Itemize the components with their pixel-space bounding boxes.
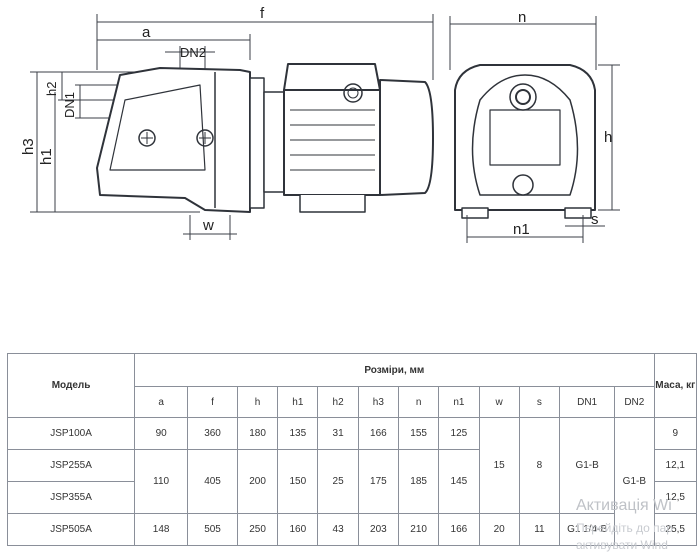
activation-watermark-title: Активація Wi: [576, 497, 672, 514]
label-dn1: DN1: [62, 92, 77, 118]
cell-mass: 25,5: [653, 513, 698, 546]
col-header-f: f: [187, 386, 238, 418]
cell-w-merged: 15: [478, 417, 520, 514]
pump-drawing: f a DN2 h2 DN1 h3 h1 w n h n1 s: [20, 5, 620, 243]
label-h: h: [604, 129, 612, 146]
cell-dn1: G1 1/4-B: [559, 513, 616, 546]
col-header-h1: h1: [277, 386, 319, 418]
activation-watermark-line3: активувати Wind: [576, 538, 668, 552]
cell-model: JSP255A: [6, 449, 136, 482]
col-header-h2: h2: [317, 386, 359, 418]
cell-mass: 12,1: [653, 449, 698, 482]
col-header-dn1: DN1: [559, 386, 616, 418]
cell-a-merged: 110: [134, 449, 189, 514]
cell-a: 148: [134, 513, 189, 546]
label-n: n: [518, 9, 526, 26]
col-header-w: w: [478, 386, 520, 418]
col-header-a: a: [134, 386, 189, 418]
cell-dn2-merged: G1-B: [614, 417, 655, 546]
label-a: a: [142, 24, 151, 41]
cell-h3: 166: [357, 417, 400, 450]
cell-n1-merged: 145: [438, 449, 480, 514]
cell-h1: 160: [277, 513, 319, 546]
cell-model: JSP505A: [6, 513, 136, 546]
table-row: JSP505A 148 505 250 160 43 203 210 166 2…: [6, 513, 698, 546]
cell-s: 11: [518, 513, 561, 546]
col-header-n1: n1: [438, 386, 480, 418]
cell-model: JSP100A: [6, 417, 136, 450]
table-row: JSP355A 12,5: [6, 481, 698, 514]
label-h3: h3: [20, 138, 37, 155]
cell-n: 155: [397, 417, 440, 450]
cell-s-merged: 8: [518, 417, 561, 514]
cell-h3-merged: 175: [357, 449, 400, 514]
cell-h2: 43: [317, 513, 359, 546]
col-header-h: h: [236, 386, 279, 418]
cell-n: 210: [397, 513, 440, 546]
cell-mass: 9: [653, 417, 698, 450]
cell-n1: 125: [438, 417, 480, 450]
cell-f: 360: [187, 417, 238, 450]
cell-f: 505: [187, 513, 238, 546]
cell-h: 180: [236, 417, 279, 450]
cell-n1: 166: [438, 513, 480, 546]
cell-h: 250: [236, 513, 279, 546]
header-model: Модель: [6, 353, 136, 418]
header-mass: Маса, кг: [653, 353, 698, 418]
label-w: w: [202, 217, 214, 234]
cell-h2: 31: [317, 417, 359, 450]
col-header-s: s: [518, 386, 561, 418]
col-header-h3: h3: [357, 386, 400, 418]
header-dimensions: Розміри, мм: [134, 353, 655, 387]
cell-h1-merged: 150: [277, 449, 319, 514]
label-s: s: [591, 211, 599, 228]
cell-model: JSP355A: [6, 481, 136, 514]
label-f: f: [260, 5, 265, 22]
cell-h3: 203: [357, 513, 400, 546]
col-header-dn2: DN2: [614, 386, 655, 418]
table-row: JSP255A 110 405 200 150 25 175 185 145 1…: [6, 449, 698, 514]
label-n1: n1: [513, 221, 530, 238]
col-header-n: n: [397, 386, 440, 418]
cell-h2-merged: 25: [317, 449, 359, 514]
cell-n-merged: 185: [397, 449, 440, 514]
label-dn2: DN2: [180, 45, 206, 60]
cell-dn1-merged: G1-B: [559, 417, 616, 514]
label-h2: h2: [44, 82, 59, 96]
spec-table: Модель Розміри, мм Маса, кг a f h h1 h2 …: [6, 353, 698, 546]
cell-w: 20: [478, 513, 520, 546]
label-h1: h1: [38, 148, 55, 165]
cell-f-merged: 405: [187, 449, 238, 514]
cell-a: 90: [134, 417, 189, 450]
cell-h1: 135: [277, 417, 319, 450]
spec-table-wrapper: Модель Розміри, мм Маса, кг a f h h1 h2 …: [6, 353, 698, 546]
table-row: JSP100A 90 360 180 135 31 166 155 125 15…: [6, 417, 698, 546]
cell-h-merged: 200: [236, 449, 279, 514]
activation-watermark-line2: Перейдіть до пар: [576, 521, 673, 535]
